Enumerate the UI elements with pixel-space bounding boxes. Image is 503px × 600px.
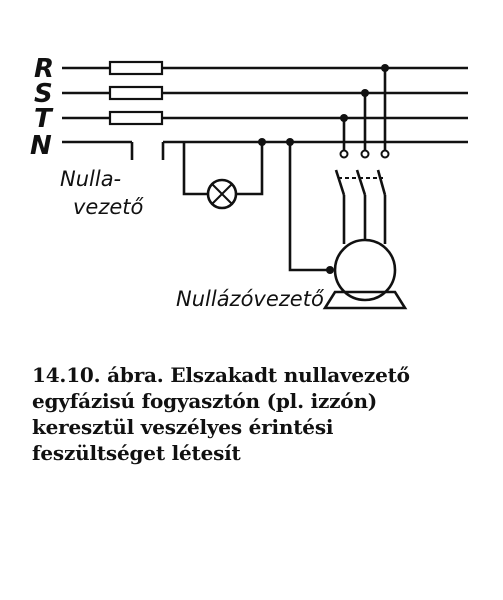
lamp-return	[182, 142, 208, 196]
motor-icon	[333, 238, 397, 302]
switch-blade-3	[376, 169, 387, 196]
figure-caption: 14.10. ábra. Elszakadt nullavezető egyfá…	[32, 362, 492, 466]
lamp-cross-2	[211, 183, 233, 205]
node-zeroing	[286, 138, 294, 146]
label-S: S	[34, 79, 53, 109]
label-R: R	[34, 54, 54, 84]
lamp-icon	[206, 178, 238, 210]
zeroing-wire	[288, 142, 330, 272]
label-N: N	[30, 131, 52, 161]
node-motor-frame	[326, 266, 334, 274]
caption-line: feszültséget létesít	[32, 441, 241, 465]
contact-top-3	[380, 149, 390, 159]
caption-line: keresztül veszélyes érintési	[32, 415, 334, 439]
motor-base	[322, 290, 408, 310]
switch-blade-2	[355, 169, 367, 196]
node-lamp	[258, 138, 266, 146]
label-neutral-line-1: Nulla-	[60, 167, 121, 191]
node-T	[340, 114, 348, 122]
node-R	[381, 64, 389, 72]
lamp-wire	[236, 142, 264, 196]
fuse-S	[108, 85, 164, 101]
fuse-T	[108, 110, 164, 126]
contact-top-2	[360, 149, 370, 159]
fuse-R	[108, 60, 164, 76]
label-neutral-line-2: vezető	[73, 195, 145, 219]
switch-blade-1	[334, 169, 346, 196]
node-S	[361, 89, 369, 97]
caption-line: 14.10. ábra. Elszakadt nullavezető	[32, 363, 410, 387]
label-protective-conductor: Nullázóvezető	[176, 287, 325, 311]
label-T: T	[34, 104, 54, 134]
caption-line: egyfázisú fogyasztón (pl. izzón)	[32, 389, 378, 413]
contact-top-1	[339, 149, 349, 159]
